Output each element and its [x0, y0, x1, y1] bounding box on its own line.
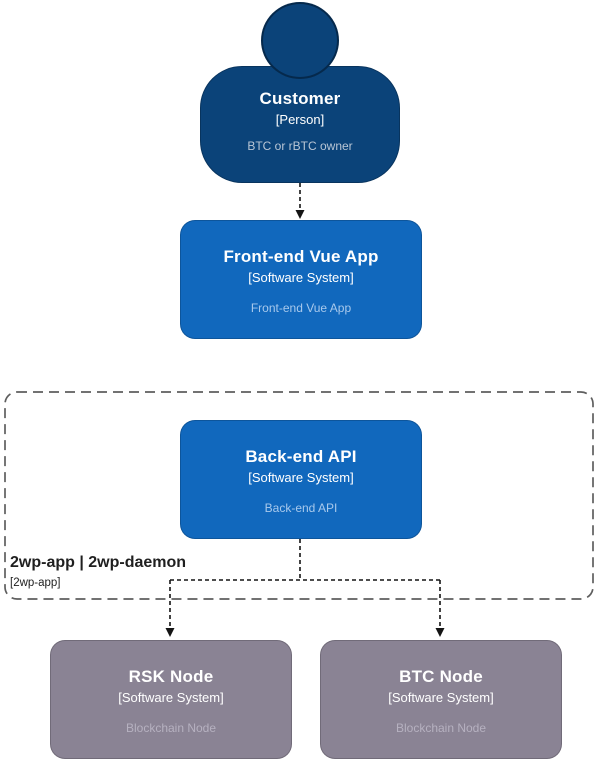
node-subtitle: [Software System]: [248, 470, 354, 485]
arrowhead-down-icon: [435, 628, 445, 637]
node-description: Back-end API: [264, 501, 338, 515]
frontend-system-node[interactable]: Front-end Vue App [Software System] Fron…: [180, 220, 422, 339]
boundary-label: 2wp-app | 2wp-daemon [2wp-app]: [10, 553, 186, 590]
node-title: Customer: [259, 89, 341, 108]
node-title: Front-end Vue App: [223, 247, 379, 266]
node-title: BTC Node: [399, 667, 483, 686]
person-head-icon: [261, 2, 339, 79]
boundary-subtitle: [2wp-app]: [10, 577, 61, 589]
node-description: Blockchain Node: [125, 721, 217, 735]
node-title: RSK Node: [128, 667, 214, 686]
arrowhead-down-icon: [295, 210, 305, 219]
node-title: Back-end API: [245, 447, 357, 466]
rsk-node[interactable]: RSK Node [Software System] Blockchain No…: [50, 640, 292, 759]
arrowhead-down-icon: [165, 628, 175, 637]
node-description: BTC or rBTC owner: [247, 139, 353, 153]
node-subtitle: [Software System]: [388, 690, 494, 705]
node-subtitle: [Software System]: [248, 270, 354, 285]
node-description: Front-end Vue App: [250, 301, 352, 315]
backend-system-node[interactable]: Back-end API [Software System] Back-end …: [180, 420, 422, 539]
customer-person-node[interactable]: Customer [Person] BTC or rBTC owner: [200, 66, 400, 183]
node-description: Blockchain Node: [395, 721, 487, 735]
node-subtitle: [Software System]: [118, 690, 224, 705]
boundary-title: 2wp-app | 2wp-daemon: [10, 554, 187, 571]
node-subtitle: [Person]: [275, 112, 325, 127]
btc-node[interactable]: BTC Node [Software System] Blockchain No…: [320, 640, 562, 759]
